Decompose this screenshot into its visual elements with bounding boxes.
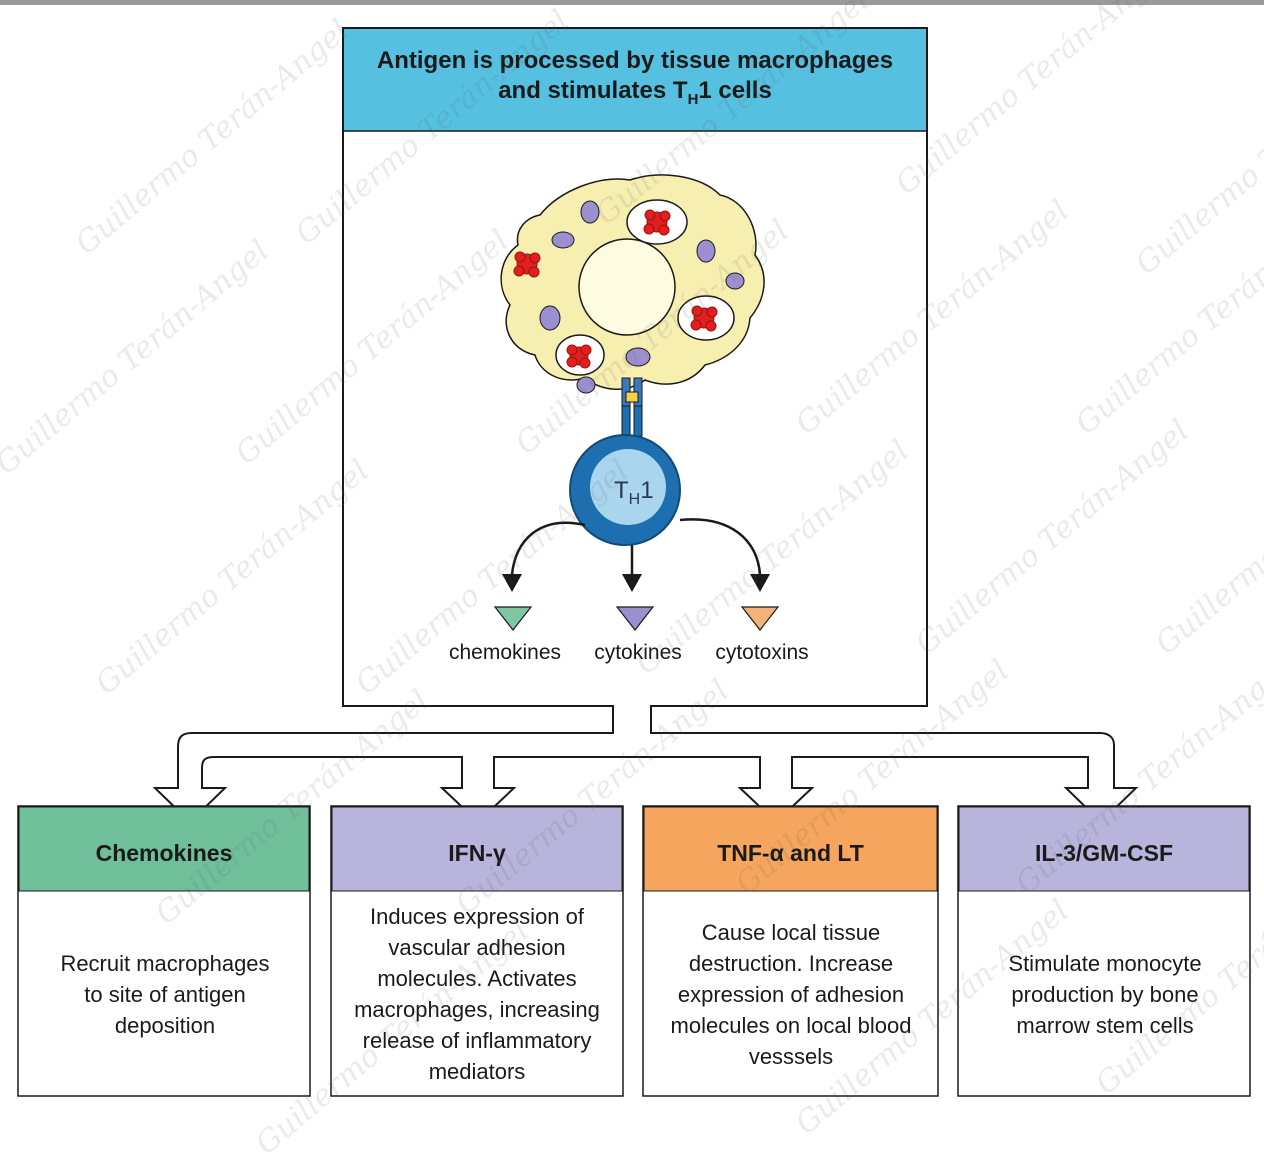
il3-box-header [958, 806, 1250, 892]
chemokines-box-header [18, 806, 310, 892]
arrowhead [750, 574, 770, 592]
vesicle [539, 305, 561, 331]
secretion-arrows [510, 518, 762, 576]
chemokine-triangle [493, 606, 533, 631]
tnf-box-text: Cause local tissue destruction. Increase… [670, 919, 912, 1069]
cytokine-triangle [615, 606, 655, 631]
vesicle [625, 347, 651, 367]
panel-title-line2: and stimulates TH1 cells [498, 76, 772, 108]
chemokines-box-title: Chemokines [95, 839, 233, 866]
tnf-box-title: TNF-α and LT [717, 839, 864, 866]
panel-title-line1: Antigen is processed by tissue macrophag… [376, 46, 894, 74]
ifn-box-title: IFN-γ [448, 839, 506, 866]
vesicle [580, 200, 600, 224]
vesicle [725, 272, 745, 290]
phagosomes [555, 199, 735, 376]
top-border-line [0, 0, 1264, 5]
th1-nucleus [590, 449, 666, 525]
ifn-box-header [331, 806, 623, 892]
antigen-particles [513, 209, 718, 369]
chemokines-label: chemokines [448, 641, 562, 664]
cytotoxin-triangle [740, 606, 780, 631]
diagram-canvas: TH1 [17, 27, 1251, 1097]
cytotoxins-label: cytotoxins [715, 641, 809, 664]
tnf-box-header [643, 806, 938, 892]
chemokines-box-text: Recruit macrophages to site of antigen d… [60, 950, 270, 1038]
arrowhead [622, 574, 642, 592]
th1-label: TH1 [614, 477, 654, 508]
top-panel-header-band [344, 29, 926, 131]
vesicle [551, 231, 575, 249]
il3-box-text: Stimulate monocyte production by bone ma… [1008, 950, 1202, 1038]
arrowhead [502, 574, 522, 592]
vesicle [696, 239, 716, 263]
il3-box-title: IL-3/GM-CSF [1035, 839, 1173, 866]
flow-pipe-outline [152, 705, 1139, 824]
vesicle [576, 376, 596, 394]
panel-title: Antigen is processed by tissue macrophag… [345, 30, 925, 130]
cytokines-label: cytokines [594, 641, 682, 664]
vesicles [539, 200, 745, 394]
macrophage-nucleus [578, 238, 676, 336]
ifn-box-text: Induces expression of vascular adhesion … [354, 904, 600, 1084]
